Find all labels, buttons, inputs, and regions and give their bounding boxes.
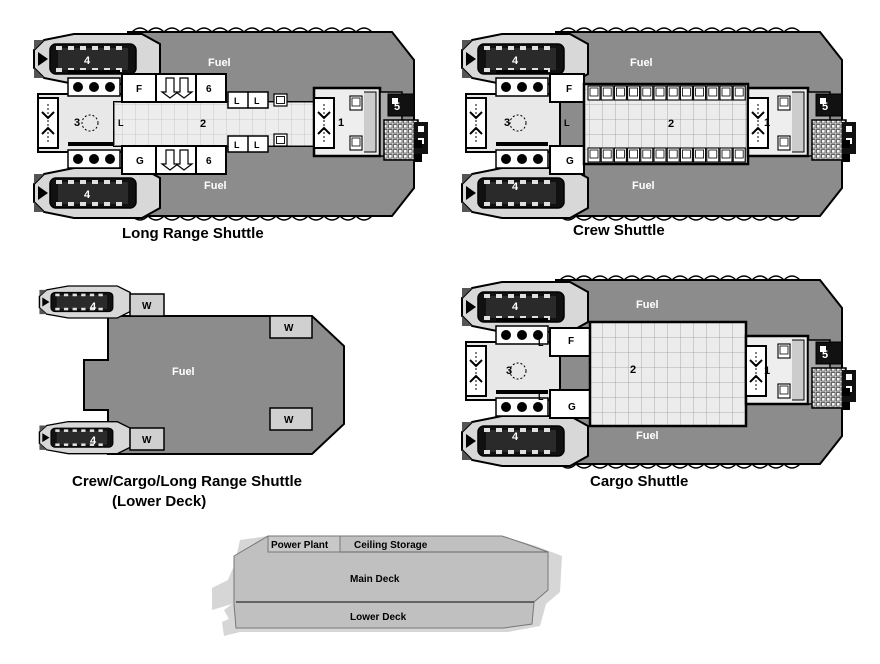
crew-seat: [640, 147, 654, 163]
crew-seat: [693, 147, 707, 163]
lower-deck-caption-line1: Crew/Cargo/Long Range Shuttle: [72, 473, 302, 490]
main-room-label: 2: [668, 118, 674, 130]
bunk-top-label: 6: [206, 84, 212, 95]
crew-seat: [706, 85, 720, 101]
cockpit-label: 1: [338, 117, 344, 129]
crew-seat: [587, 147, 601, 163]
locker-label: L: [538, 338, 544, 348]
crew-seat: [600, 147, 614, 163]
fuel-top-label: Fuel: [630, 57, 653, 69]
crew-seat: [587, 85, 601, 101]
locker-label: L: [254, 140, 260, 150]
fuel-top-label: Fuel: [636, 299, 659, 311]
crew-seat: [653, 147, 667, 163]
locker-label: L: [538, 392, 544, 402]
crew-seat: [719, 85, 733, 101]
locker-label: L: [118, 118, 124, 128]
crew-seat: [706, 147, 720, 163]
crew-seat: [600, 85, 614, 101]
bunk-bottom-label: 6: [206, 156, 212, 167]
crew-seat: [613, 85, 627, 101]
crew-seat: [693, 85, 707, 101]
galley-label: G: [566, 156, 574, 167]
crew-seat: [666, 85, 680, 101]
fuel-top-label: Fuel: [208, 57, 231, 69]
crew-seat: [732, 147, 746, 163]
crew-seat: [666, 147, 680, 163]
ceiling-storage-label: Ceiling Storage: [354, 540, 428, 551]
nose-label: 5: [822, 349, 828, 361]
crew-seat: [627, 85, 641, 101]
food-label: F: [566, 84, 572, 95]
crew-seat: [679, 147, 693, 163]
engine-top-label: 4: [84, 55, 91, 67]
crew-seat: [627, 147, 641, 163]
power-plant-label: Power Plant: [271, 540, 329, 551]
food-label: F: [568, 336, 574, 347]
lower-deck-plan: 4 4 W W W W Fuel: [38, 285, 345, 455]
crew-seat: [640, 85, 654, 101]
water-label: W: [284, 415, 294, 426]
water-label: W: [142, 301, 152, 312]
main-deck-label: Main Deck: [350, 574, 400, 585]
cargo-caption: Cargo Shuttle: [590, 473, 688, 490]
shuttle-side-profile: Power Plant Ceiling Storage Main Deck Lo…: [212, 535, 562, 636]
long-range-shuttle-plan: Fuel Fuel 4 4 3 2 1 5 F G 6 6 L L L L L: [33, 27, 429, 221]
water-label: W: [284, 323, 294, 334]
fuel-bottom-label: Fuel: [636, 430, 659, 442]
water-label: W: [142, 435, 152, 446]
engine-bottom-label: 4: [90, 435, 97, 447]
engine-bottom-label: 4: [512, 181, 519, 193]
crew-shuttle-plan: Fuel Fuel 4 4 3 2 1 5 F G L: [461, 27, 857, 221]
locker-label: L: [234, 140, 240, 150]
lower-deck-caption-line2: (Lower Deck): [112, 493, 206, 510]
food-label: F: [136, 84, 142, 95]
thruster-label: 3: [504, 117, 510, 129]
crew-seat: [679, 85, 693, 101]
engine-bottom-label: 4: [84, 189, 91, 201]
cargo-shuttle-plan: Fuel Fuel 4 4 3 2 1 5 F G L L: [461, 275, 857, 469]
fuel-label: Fuel: [172, 366, 195, 378]
nose-label: 5: [822, 101, 828, 113]
crew-seat: [719, 147, 733, 163]
main-room-label: 2: [200, 118, 206, 130]
nose-label: 5: [394, 101, 400, 113]
locker-label: L: [234, 96, 240, 106]
galley-label: G: [568, 402, 576, 413]
crew-seat: [653, 85, 667, 101]
fuel-bottom-label: Fuel: [204, 180, 227, 192]
crew-seat: [613, 147, 627, 163]
crew-caption: Crew Shuttle: [573, 222, 665, 239]
engine-top-label: 4: [512, 55, 519, 67]
locker-label: L: [564, 118, 570, 128]
engine-top-label: 4: [512, 301, 519, 313]
engine-top-label: 4: [90, 301, 97, 313]
thruster-label: 3: [506, 365, 512, 377]
cockpit-label: 1: [764, 117, 770, 129]
lower-deck-label: Lower Deck: [350, 612, 407, 623]
locker-label: L: [254, 96, 260, 106]
galley-label: G: [136, 156, 144, 167]
long-range-caption: Long Range Shuttle: [122, 225, 264, 242]
cockpit-label: 1: [764, 365, 770, 377]
fuel-bottom-label: Fuel: [632, 180, 655, 192]
main-room-label: 2: [630, 364, 636, 376]
engine-bottom-label: 4: [512, 431, 519, 443]
thruster-label: 3: [74, 117, 80, 129]
crew-seat: [732, 85, 746, 101]
